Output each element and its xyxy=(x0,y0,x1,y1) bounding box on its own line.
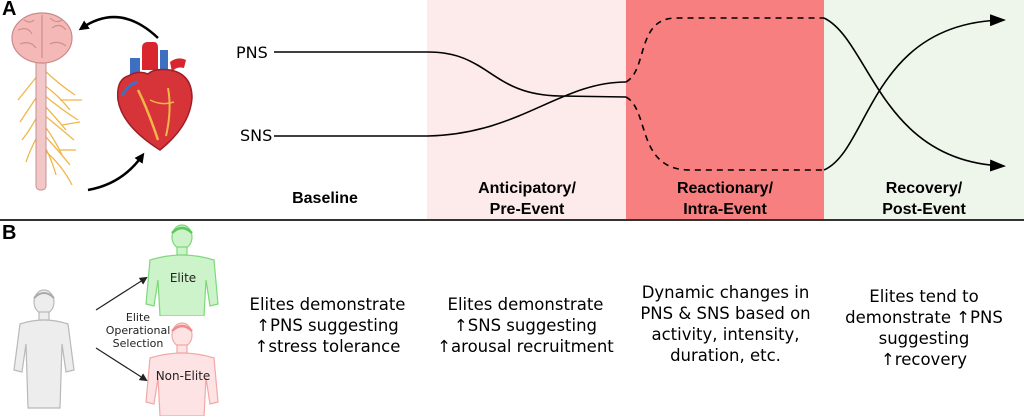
sns-recovery-arrow xyxy=(823,17,1006,172)
phase-label-pre-event: Anticipatory/ Pre-Event xyxy=(478,180,576,218)
description-baseline: Elites demonstrate ↑PNS suggesting ↑stre… xyxy=(249,295,406,356)
description-intra-event: Dynamic changes in PNS & SNS based on ac… xyxy=(640,283,811,365)
phase-label-baseline: Baseline xyxy=(292,190,358,207)
phase-background-pre-event xyxy=(427,0,626,219)
phase-label-post-event: Recovery/ Post-Event xyxy=(882,180,966,218)
human-figure-icon xyxy=(13,289,75,409)
elite-label: Elite xyxy=(169,271,197,285)
brain-spinal-cord-icon xyxy=(11,12,82,191)
elite-operational-selection-label: Elite Operational Selection xyxy=(105,311,171,350)
description-pre-event: Elites demonstrate ↑SNS suggesting ↑arou… xyxy=(437,295,614,356)
phase-background-post-event xyxy=(824,0,1024,219)
non-elite-label: Non-Elite xyxy=(155,369,211,383)
sns-curve xyxy=(274,81,627,137)
phase-background-intra-event xyxy=(626,0,824,219)
panel-divider xyxy=(0,219,1024,221)
heart-icon xyxy=(116,42,193,151)
pns-curve xyxy=(274,51,627,98)
phase-label-intra-event: Reactionary/ Intra-Event xyxy=(676,180,774,218)
sns-label: SNS xyxy=(240,126,273,145)
panel-label-a: A xyxy=(2,0,17,20)
sns-intra-dashed xyxy=(625,17,824,83)
pns-intra-dashed xyxy=(625,96,824,171)
autonomic-activity-curves xyxy=(274,14,1006,172)
pns-recovery-arrow xyxy=(823,14,1006,171)
selection-arrows xyxy=(95,276,148,382)
pns-label: PNS xyxy=(236,43,268,62)
description-post-event: Elites tend to demonstrate ↑PNS suggesti… xyxy=(845,287,1003,369)
panel-label-b: B xyxy=(2,222,17,244)
non-elite-human-figure-icon xyxy=(145,322,219,416)
feedback-arrows xyxy=(78,15,159,192)
elite-human-figure-icon xyxy=(145,224,219,316)
